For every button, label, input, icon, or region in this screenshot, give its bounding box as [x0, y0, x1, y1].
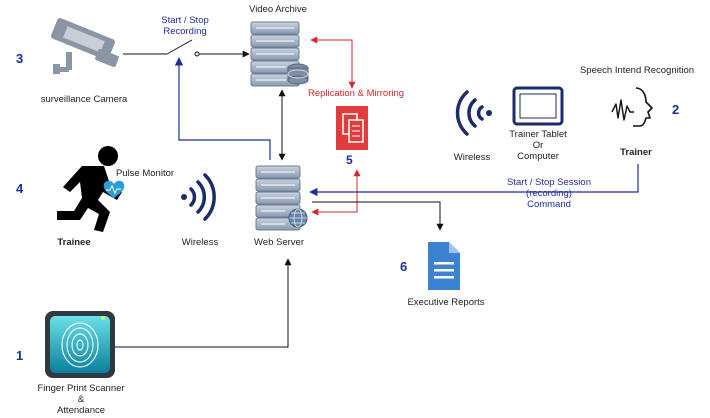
server-to-reports-arrow: [312, 201, 444, 231]
replication-icon: [336, 106, 368, 150]
switch-label-line2: Recording: [163, 26, 207, 37]
server-replication-arrow: [311, 169, 361, 216]
trainer-to-server-arrow: [309, 164, 639, 197]
replication-number: 5: [346, 153, 353, 167]
speaking-head-icon: [611, 87, 653, 127]
trainer-tablet-line3: Computer: [517, 151, 559, 162]
web-server-icon: [255, 165, 301, 231]
pulse-monitor-label: Pulse Monitor: [115, 168, 175, 179]
fingerprint-number: 1: [16, 348, 24, 363]
heart-icon: [103, 180, 125, 198]
trainer-label: Trainer: [620, 147, 652, 158]
switch-lever: [166, 39, 193, 55]
wireless-left-label: Wireless: [181, 237, 219, 248]
reports-number: 6: [400, 259, 408, 274]
trainee-number: 4: [16, 181, 24, 196]
archive-replication-arrow: [310, 36, 356, 89]
fingerprint-to-server-arrow: [114, 258, 292, 348]
globe-icon: [288, 208, 308, 228]
reports-label: Executive Reports: [407, 297, 485, 308]
trainer-tablet-label: Trainer Tablet Or Computer: [500, 129, 576, 162]
connectors: [114, 36, 639, 348]
camera-label: surveillance Camera: [40, 94, 128, 105]
switch-label-line1: Start / Stop: [161, 15, 209, 26]
switch-label: Start / Stop Recording: [150, 15, 220, 37]
database-icon: [287, 63, 309, 85]
fingerprint-line2: &: [77, 394, 85, 405]
speech-label: Speech Intend Recognition: [579, 65, 695, 76]
fingerprint-line1: Finger Print Scanner: [37, 383, 125, 394]
server-to-switch-arrow: [174, 57, 271, 160]
trainer-tablet-line2: Or: [532, 140, 544, 151]
tablet-icon: [512, 86, 564, 126]
document-icon: [428, 242, 460, 290]
fingerprint-line3: Attendance: [56, 405, 106, 416]
command-label: Start / Stop Session (recording) Command: [490, 177, 608, 210]
wireless-right-label: Wireless: [453, 152, 491, 163]
camera-icon: [51, 18, 119, 74]
command-line3: Command: [527, 199, 571, 210]
video-archive-label: Video Archive: [249, 4, 307, 15]
switch-pivot: [194, 51, 200, 57]
trainee-label: Trainee: [57, 237, 91, 248]
fingerprint-scanner-icon: [45, 311, 115, 378]
replication-label: Replication & Mirroring: [307, 88, 405, 99]
wireless-right-icon: [455, 90, 492, 136]
server-icon: [250, 21, 300, 87]
wireless-icon: [181, 173, 216, 221]
trainer-tablet-line1: Trainer Tablet: [509, 129, 567, 140]
web-server-label: Web Server: [254, 237, 304, 248]
fingerprint-label: Finger Print Scanner & Attendance: [24, 383, 138, 416]
speech-number: 2: [672, 102, 680, 117]
command-line1: Start / Stop Session: [507, 177, 591, 188]
camera-number: 3: [16, 51, 24, 66]
command-line2: (recording): [526, 188, 572, 199]
